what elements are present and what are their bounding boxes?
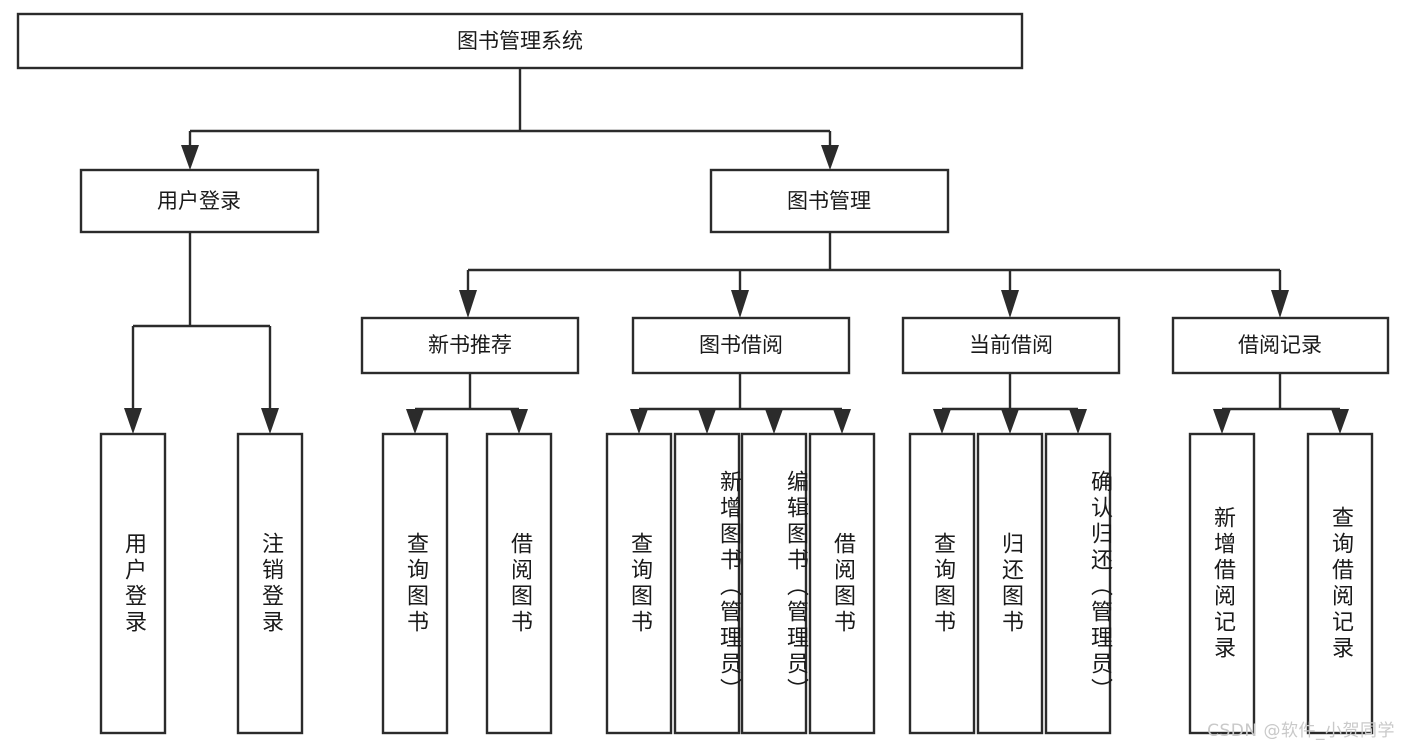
connector-group-root xyxy=(181,68,839,170)
leaf-box-add-record[interactable] xyxy=(1188,432,1256,735)
connector-group-borrow-record xyxy=(1213,373,1349,434)
watermark-text: CSDN @软件_小贺同学 xyxy=(1207,721,1395,741)
leaf-box-confirm-return[interactable] xyxy=(1044,432,1112,735)
node-label-book-manage: 图书管理 xyxy=(787,189,871,213)
node-box-root[interactable] xyxy=(16,12,1024,70)
node-current-borrow[interactable]: 当前借阅 xyxy=(901,316,1121,375)
node-label-root: 图书管理系统 xyxy=(457,29,583,53)
arrow-head-leaf-confirm-return xyxy=(1069,409,1087,434)
connector-group-current-borrow xyxy=(933,373,1087,434)
node-borrow-record[interactable]: 借阅记录 xyxy=(1171,316,1390,375)
arrow-head-leaf-query-book-2 xyxy=(630,409,648,434)
node-box-book-borrow[interactable] xyxy=(631,316,851,375)
node-user-login[interactable]: 用户登录 xyxy=(79,168,320,234)
leaf-box-return-book[interactable] xyxy=(976,432,1044,735)
arrow-head-borrow-record xyxy=(1271,290,1289,318)
leaf-box-borrow-book-1[interactable] xyxy=(485,432,553,735)
leaf-box-query-book-3[interactable] xyxy=(908,432,976,735)
arrow-head-leaf-borrow-book-1 xyxy=(510,409,528,434)
connector-group-book-borrow xyxy=(630,373,851,434)
arrow-head-leaf-borrow-book-2 xyxy=(833,409,851,434)
node-label-borrow-record: 借阅记录 xyxy=(1238,333,1322,357)
leaf-box-logout[interactable] xyxy=(236,432,304,735)
leaf-box-user-login[interactable] xyxy=(99,432,167,735)
arrow-head-leaf-query-book-1 xyxy=(406,409,424,434)
connector-group-book-manage xyxy=(459,232,1289,318)
node-label-new-book-rec: 新书推荐 xyxy=(428,333,512,357)
arrow-head-leaf-logout xyxy=(261,408,279,434)
node-new-book-rec[interactable]: 新书推荐 xyxy=(360,316,580,375)
leaf-box-edit-book[interactable] xyxy=(740,432,808,735)
node-box-new-book-rec[interactable] xyxy=(360,316,580,375)
leaf-box-query-book-1[interactable] xyxy=(381,432,449,735)
arrow-head-book-manage xyxy=(821,145,839,170)
arrow-head-leaf-return-book xyxy=(1001,409,1019,434)
arrow-head-leaf-user-login xyxy=(124,408,142,434)
arrow-head-book-borrow xyxy=(731,290,749,318)
node-book-borrow[interactable]: 图书借阅 xyxy=(631,316,851,375)
arrow-head-user-login xyxy=(181,145,199,170)
node-label-user-login: 用户登录 xyxy=(157,189,241,213)
leaf-box-borrow-book-2[interactable] xyxy=(808,432,876,735)
arrow-head-leaf-query-record xyxy=(1331,409,1349,434)
node-book-manage[interactable]: 图书管理 xyxy=(709,168,950,234)
node-label-book-borrow: 图书借阅 xyxy=(699,333,783,357)
node-box-current-borrow[interactable] xyxy=(901,316,1121,375)
arrow-head-leaf-edit-book xyxy=(765,409,783,434)
connector-group-user-login xyxy=(124,232,279,434)
node-root[interactable]: 图书管理系统 xyxy=(16,12,1024,70)
arrow-head-leaf-query-book-3 xyxy=(933,409,951,434)
node-box-user-login[interactable] xyxy=(79,168,320,234)
arrow-head-leaf-add-record xyxy=(1213,409,1231,434)
leaf-box-add-book[interactable] xyxy=(673,432,741,735)
node-label-current-borrow: 当前借阅 xyxy=(969,333,1053,357)
node-box-borrow-record[interactable] xyxy=(1171,316,1390,375)
leaf-box-query-book-2[interactable] xyxy=(605,432,673,735)
connector-group-new-book-rec xyxy=(406,373,528,434)
arrow-head-leaf-add-book xyxy=(698,409,716,434)
leaf-boxes xyxy=(99,432,1374,735)
leaf-box-query-record[interactable] xyxy=(1306,432,1374,735)
arrow-head-current-borrow xyxy=(1001,290,1019,318)
arrow-head-new-book-rec xyxy=(459,290,477,318)
node-box-book-manage[interactable] xyxy=(709,168,950,234)
